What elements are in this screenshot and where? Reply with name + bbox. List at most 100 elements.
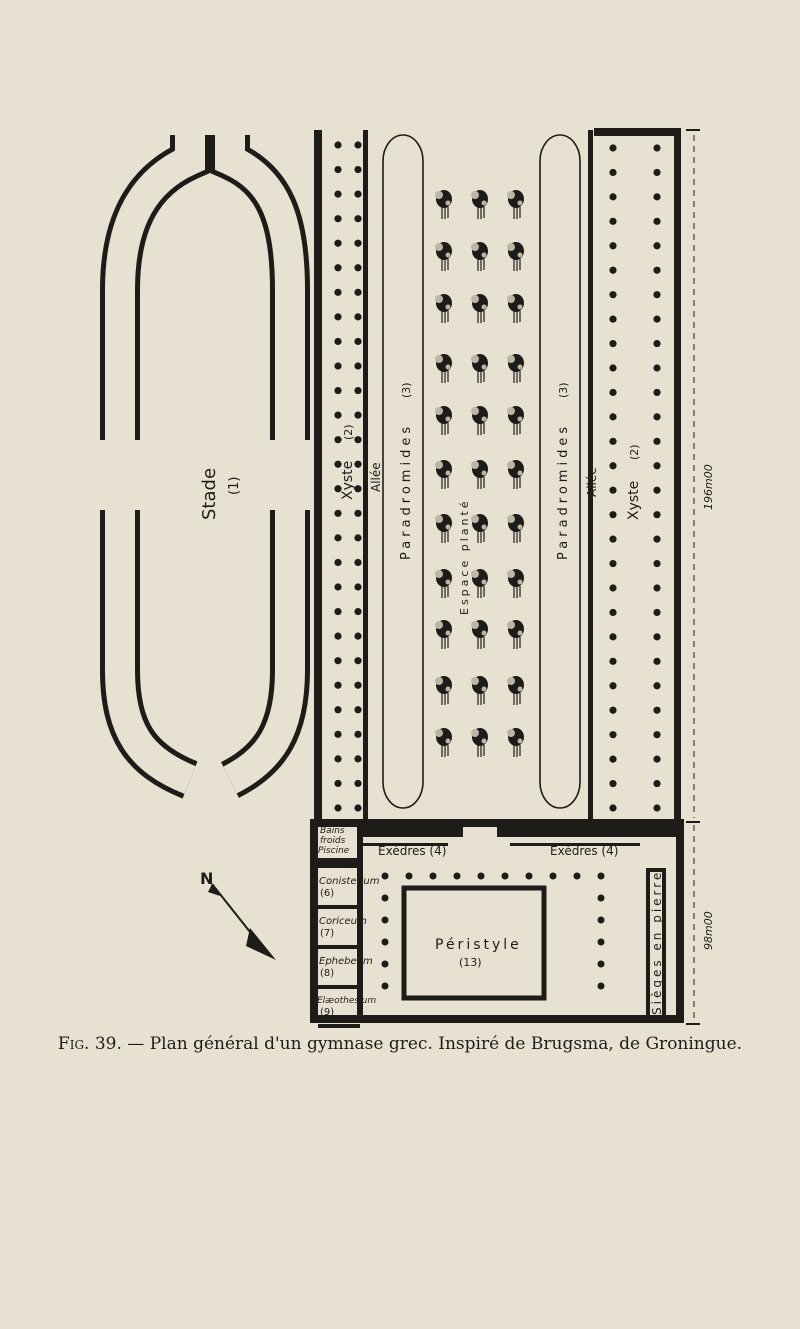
figure-number: Fig. 39. bbox=[57, 1034, 122, 1054]
column-dot bbox=[609, 584, 617, 592]
north-label: N bbox=[200, 869, 213, 888]
right-outer-columns bbox=[653, 144, 661, 812]
column-dot bbox=[653, 608, 661, 617]
tree bbox=[470, 619, 489, 650]
column-dot bbox=[653, 706, 661, 714]
peristyle-column bbox=[477, 872, 485, 880]
tree bbox=[470, 459, 489, 490]
column-dot bbox=[334, 755, 342, 763]
column-dot bbox=[334, 681, 342, 689]
peristyle-column bbox=[381, 872, 389, 880]
exedres-top-right: Exèdres (4) bbox=[550, 844, 618, 858]
column-dot bbox=[334, 239, 342, 247]
column-dot bbox=[653, 755, 661, 763]
column-dot bbox=[334, 657, 342, 665]
tree bbox=[506, 405, 525, 436]
column-dot bbox=[609, 755, 617, 763]
column-dot bbox=[354, 239, 362, 247]
tree bbox=[434, 241, 453, 272]
column-dot bbox=[334, 583, 342, 591]
tree bbox=[506, 459, 525, 490]
tree bbox=[434, 459, 453, 490]
tree bbox=[434, 405, 453, 436]
tree bbox=[470, 353, 489, 384]
column-dot bbox=[653, 633, 661, 641]
tree bbox=[470, 241, 489, 272]
lower-building-outline bbox=[310, 819, 684, 1023]
room-coriceum: Coriceum bbox=[319, 916, 367, 927]
column-dot bbox=[653, 364, 661, 372]
column-dot bbox=[354, 288, 362, 296]
tree bbox=[506, 675, 525, 706]
bains-label-2: froids bbox=[320, 836, 346, 846]
column-dot bbox=[653, 217, 661, 225]
figure-caption: Fig. 39. — Plan général d'un gymnase gre… bbox=[0, 1034, 800, 1054]
peristyle-column bbox=[597, 960, 605, 968]
peristyle-column bbox=[597, 872, 605, 880]
room-conisterium: Conisterium bbox=[319, 876, 380, 887]
column-dot bbox=[334, 362, 342, 370]
bains-number: (5) bbox=[342, 859, 355, 869]
column-dot bbox=[354, 411, 362, 419]
peristyle-column bbox=[381, 982, 389, 990]
column-dot bbox=[653, 266, 661, 274]
right-colonnade-wall bbox=[588, 130, 593, 823]
left-boundary-wall bbox=[314, 130, 322, 823]
column-dot bbox=[609, 682, 617, 690]
exedres-top-right-line bbox=[510, 843, 640, 846]
planted-trees bbox=[434, 189, 525, 758]
column-dot bbox=[334, 534, 342, 542]
column-dot bbox=[334, 607, 342, 616]
column-dot bbox=[609, 657, 617, 665]
column-dot bbox=[609, 315, 617, 323]
column-dot bbox=[354, 190, 362, 198]
column-dot bbox=[653, 535, 661, 543]
column-dot bbox=[653, 168, 661, 177]
tree bbox=[506, 727, 525, 758]
column-dot bbox=[609, 608, 617, 617]
column-dot bbox=[609, 291, 617, 299]
tree bbox=[470, 568, 489, 599]
tree bbox=[506, 293, 525, 324]
tree bbox=[506, 568, 525, 599]
paradromides-right bbox=[539, 134, 581, 809]
column-dot bbox=[354, 436, 362, 444]
column-dot bbox=[334, 804, 342, 812]
sieges-en-pierre bbox=[646, 868, 666, 1020]
column-dot bbox=[609, 804, 617, 812]
column-dot bbox=[354, 706, 362, 714]
tree bbox=[506, 189, 525, 220]
room-ephebeum-number: (8) bbox=[320, 968, 334, 979]
column-dot bbox=[354, 681, 362, 689]
room-conisterium-number: (6) bbox=[320, 888, 334, 899]
left-colonnade-wall bbox=[363, 130, 368, 823]
column-dot bbox=[609, 217, 617, 225]
column-dot bbox=[609, 706, 617, 714]
tree bbox=[470, 189, 489, 220]
column-dot bbox=[653, 193, 661, 201]
right-inner-columns bbox=[609, 144, 617, 812]
column-dot bbox=[354, 313, 362, 321]
column-dot bbox=[653, 731, 661, 739]
column-dot bbox=[354, 730, 362, 738]
column-dot bbox=[334, 215, 342, 223]
tree bbox=[506, 513, 525, 544]
column-dot bbox=[354, 583, 362, 591]
gymnasium-plan-lower bbox=[0, 1000, 800, 1030]
tree bbox=[434, 727, 453, 758]
column-dot bbox=[334, 337, 342, 346]
column-dot bbox=[609, 266, 617, 274]
column-dot bbox=[609, 193, 617, 201]
column-dot bbox=[653, 339, 661, 348]
column-dot bbox=[609, 388, 617, 397]
peristyle-column bbox=[429, 872, 437, 880]
column-dot bbox=[354, 386, 362, 395]
column-dot bbox=[334, 460, 342, 468]
room-elaeothesium-number: (9) bbox=[320, 1007, 334, 1018]
exedres-top-bar-left bbox=[363, 823, 463, 837]
peristyle-label: Péristyle bbox=[435, 937, 522, 953]
peristyle-column bbox=[573, 872, 581, 880]
tree bbox=[434, 568, 453, 599]
column-dot bbox=[354, 509, 362, 517]
xyste-left-label: Xyste bbox=[340, 461, 356, 500]
